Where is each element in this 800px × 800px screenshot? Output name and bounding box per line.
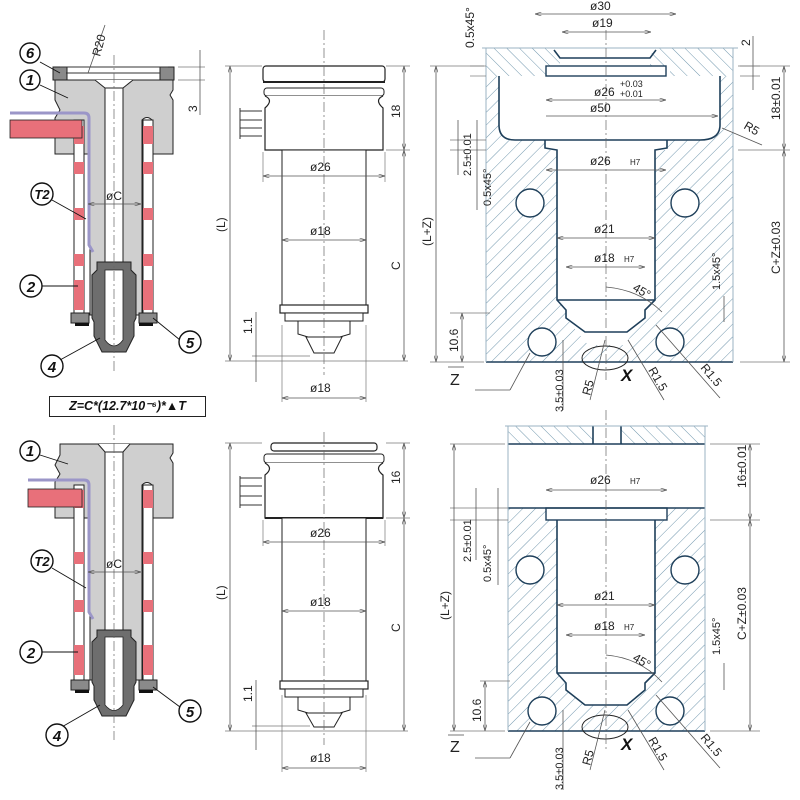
surface-symbol: Z (450, 372, 460, 389)
tip-fit-label: H7 (624, 255, 635, 264)
bottom-diameter-label: ø18 (310, 381, 331, 395)
gate-depth-label: 3.5±0.03 (554, 747, 566, 790)
body-length-label: C (389, 623, 403, 632)
bore-diameter-label: øC (106, 189, 122, 203)
cavity-section-view-top: ø30 ø19 0.5x45° 2 ø26 +0.03 +0.01 ø50 R5… (420, 0, 790, 412)
nozzle-section-view-top: øC R20 3 6 1 T2 2 4 5 (9, 24, 205, 378)
tip-height-label: 10.6 (447, 328, 461, 352)
seat-diameter-label: ø26 (590, 154, 611, 168)
radius-label: R20 (89, 33, 108, 58)
tip-height-label: 10.6 (470, 698, 484, 722)
edge-radius-2-label: R1.5 (698, 731, 725, 760)
seat-depth-label: 2.5±0.01 (462, 519, 474, 562)
head-height-label: 18 (389, 104, 403, 118)
tip-offset-label: 1.1 (241, 685, 255, 702)
bore-diameter-label: øC (106, 557, 122, 571)
surface-symbol: Z (450, 739, 460, 756)
shaft-diameter-label: ø18 (310, 224, 331, 238)
detail-x-label: X (620, 735, 634, 754)
edge-radius-1-label: R1.5 (645, 735, 670, 764)
inner-diameter-label: ø19 (592, 16, 613, 30)
detail-x-label: X (620, 366, 634, 385)
detail-x-marker (581, 345, 629, 371)
locating-ring-part-5 (70, 312, 90, 324)
tip-fit-label: H7 (624, 623, 635, 632)
head-diameter-label: ø26 (310, 160, 331, 174)
tip-chamfer-label: 1.5x45° (711, 253, 723, 290)
gate-radius-label: R5 (579, 378, 597, 397)
detail-x-marker (581, 714, 629, 740)
pocket-radius-label: R5 (742, 118, 763, 138)
top-depth-label: 2 (739, 39, 753, 46)
seat-diameter-label: ø26 (590, 473, 611, 487)
head-dim-label: 3 (186, 105, 200, 112)
callout-2: 2 (26, 645, 36, 662)
bore-diameter-label: ø21 (594, 589, 615, 603)
seat-fit-label: H7 (630, 477, 641, 486)
callout-5: 5 (186, 704, 195, 721)
callout-5: 5 (186, 335, 195, 352)
gate-radius-label: R5 (579, 748, 597, 767)
body-depth-label: C+Z±0.03 (735, 587, 749, 640)
bore-diameter-label: ø21 (594, 222, 615, 236)
thermocouple-t2 (28, 478, 95, 620)
edge-radius-1-label: R1.5 (645, 365, 670, 394)
head-depth-label: 16±0.01 (735, 444, 749, 488)
callout-6: 6 (26, 45, 35, 62)
thermal-expansion-formula: Z=C*(12.7*10⁻⁶)*▲T (49, 396, 206, 417)
seat-fit-label: H7 (630, 158, 641, 167)
callout-1: 1 (26, 443, 34, 460)
callout-4: 4 (52, 728, 62, 745)
gate-depth-label: 3.5±0.03 (554, 369, 566, 412)
body-length-label: C (389, 261, 403, 270)
head-diameter-label: ø26 (310, 526, 331, 540)
outer-diameter-label: ø30 (590, 0, 611, 13)
head-height-label: 16 (389, 470, 403, 484)
bottom-diameter-label: ø18 (310, 751, 331, 765)
counterbore-tol-upper: +0.03 (620, 79, 643, 89)
locating-ring-part-5 (70, 679, 90, 691)
body-depth-label: C+Z±0.03 (769, 221, 783, 274)
seat-depth-label: 2.5±0.01 (462, 133, 474, 176)
callout-4: 4 (47, 359, 57, 376)
counterbore-label: ø26 (594, 85, 615, 99)
overall-length-label: (L+Z) (438, 591, 452, 620)
callout-t2: T2 (34, 554, 50, 569)
top-chamfer-label: 0.5x45° (463, 7, 477, 48)
cavity-section-view-bottom: ø26 H7 16±0.01 C+Z±0.03 2.5±0.01 0.5x45°… (438, 410, 760, 790)
tip-diameter-label: ø18 (594, 619, 615, 633)
nozzle-side-view-bottom: (L) 16 C ø26 ø18 1.1 ø18 (214, 432, 410, 772)
callout-1: 1 (26, 72, 34, 89)
thermocouple-t2 (10, 111, 95, 253)
edge-radius-2-label: R1.5 (698, 361, 725, 390)
nozzle-side-view-top: (L) 18 C ø26 ø18 1.1 ø18 (214, 30, 410, 402)
shaft-diameter-label: ø18 (310, 595, 331, 609)
tip-offset-label: 1.1 (241, 317, 255, 334)
overall-length-label: (L) (214, 585, 228, 600)
overall-length-label: (L+Z) (420, 217, 434, 246)
seat-chamfer-label: 0.5x45° (482, 545, 494, 582)
seal-ring-part-6 (52, 66, 68, 81)
tip-diameter-label: ø18 (594, 251, 615, 265)
counterbore-tol-lower: +0.01 (620, 89, 643, 99)
callout-2: 2 (26, 279, 36, 296)
callout-t2: T2 (34, 187, 50, 202)
pocket-diameter-label: ø50 (590, 101, 611, 115)
seat-chamfer-label: 0.5x45° (482, 169, 494, 206)
nozzle-section-view-bottom: øC 1 T2 2 4 5 (19, 425, 202, 747)
tip-chamfer-label: 1.5x45° (711, 618, 723, 655)
overall-length-label: (L) (214, 217, 228, 232)
head-depth-label: 18±0.01 (769, 76, 783, 120)
